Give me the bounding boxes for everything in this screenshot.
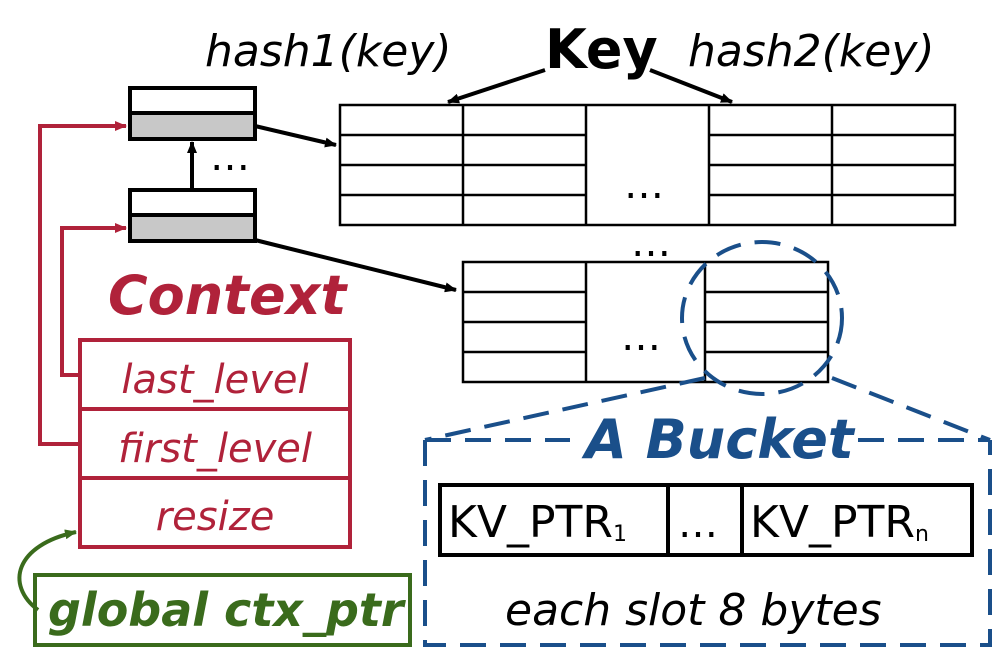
global-ptr-box bbox=[33, 573, 412, 647]
hash2-label: hash2(key) bbox=[688, 26, 935, 77]
bucket-slot-first-sub: 1 bbox=[613, 522, 627, 547]
bucket-slot-first: KV_PTR1 bbox=[448, 497, 627, 548]
bucket-slots bbox=[438, 483, 974, 557]
callout-right-line bbox=[831, 376, 991, 442]
first-level-pointer bbox=[38, 121, 127, 446]
callout-left-line bbox=[424, 376, 706, 442]
bucket-slot-last: KV_PTRn bbox=[750, 497, 929, 548]
bucket-slot-last-sub: n bbox=[915, 522, 929, 547]
context-field-first-level: first_level bbox=[118, 426, 312, 472]
key-to-level2-arrow bbox=[649, 68, 733, 104]
between-tables-ellipsis: … bbox=[631, 220, 671, 266]
hash1-label: hash1(key) bbox=[205, 26, 452, 77]
bucket-highlight-ellipse bbox=[680, 240, 844, 396]
top-level-table bbox=[338, 103, 957, 227]
context-field-resize: resize bbox=[156, 494, 275, 540]
global-ptr-label: global ctx_ptr bbox=[48, 583, 407, 637]
level-pointer-bottom bbox=[128, 188, 257, 243]
global-ptr-arrow bbox=[17, 529, 77, 612]
context-field-last-level: last_level bbox=[121, 357, 308, 403]
last-level-pointer bbox=[60, 223, 127, 377]
key-to-level1-arrow bbox=[447, 68, 546, 104]
bottom-level-arrow bbox=[254, 238, 457, 293]
bucket-callout-box bbox=[423, 440, 992, 647]
bucket-title: A Bucket bbox=[581, 408, 856, 471]
bucket-slot-ellipsis: … bbox=[678, 501, 718, 547]
bottom-table-ellipsis: … bbox=[621, 314, 661, 360]
top-table-ellipsis: … bbox=[624, 162, 664, 208]
level-ellipsis: … bbox=[210, 134, 250, 180]
top-level-arrow bbox=[254, 124, 337, 148]
slot-size-note: each slot 8 bytes bbox=[505, 585, 882, 636]
key-label: Key bbox=[545, 18, 658, 81]
bottom-level-table bbox=[461, 260, 830, 384]
context-title: Context bbox=[108, 264, 348, 327]
level-pointer-top bbox=[128, 86, 257, 141]
